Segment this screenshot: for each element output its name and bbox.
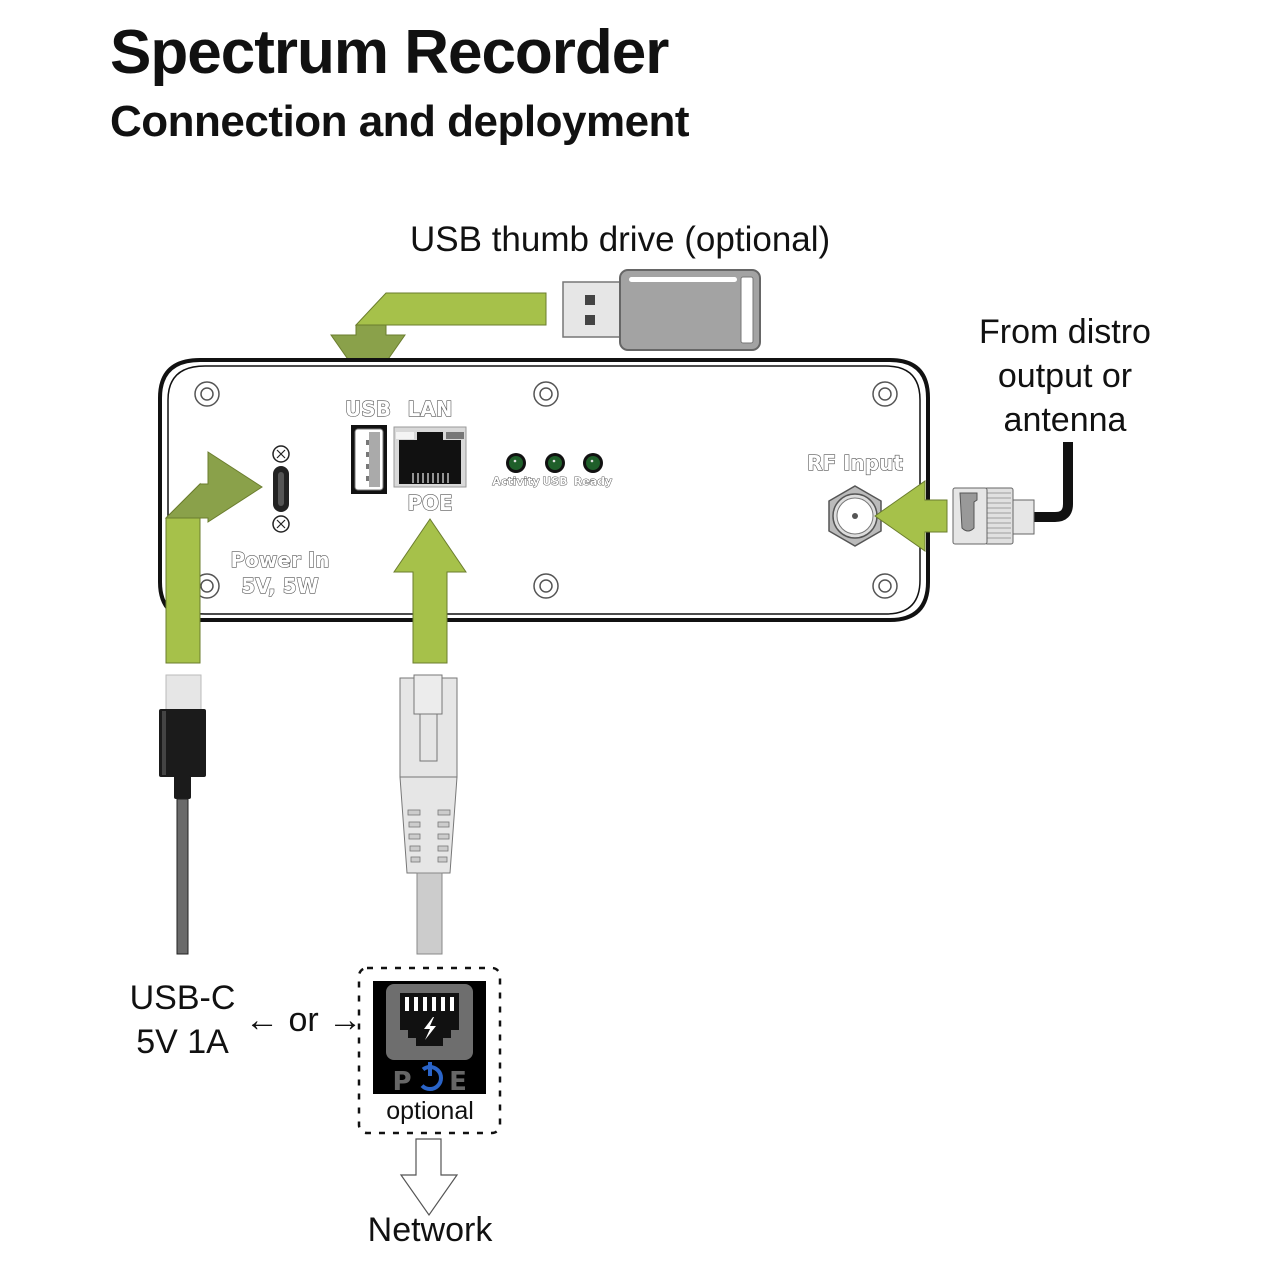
poe-badge-icon: P E <box>373 981 486 1097</box>
usb-a-port[interactable] <box>351 425 387 494</box>
network-label: Network <box>367 1211 493 1249</box>
screw-icon <box>194 381 220 407</box>
usb-c-cable-plug <box>159 674 206 955</box>
rj45-cable-plug <box>399 674 458 955</box>
rf-source-line-3: antenna <box>1003 401 1127 440</box>
or-label: ← or → <box>245 1001 363 1039</box>
poe-port-label: POE <box>407 491 452 515</box>
rf-source-line-1: From distro <box>979 313 1151 351</box>
optional-label: optional <box>386 1097 474 1125</box>
led-ready <box>583 453 603 473</box>
bnc-cable-connector <box>952 442 1073 545</box>
rf-source-callout: From distro output or antenna <box>960 310 1170 443</box>
power-rating-label: 5V, 5W <box>241 574 318 598</box>
power-in-label: Power In <box>231 548 330 572</box>
screw-icon <box>533 573 559 599</box>
power-callout-line-2: 5V 1A <box>136 1023 229 1062</box>
usb-insert-arrow <box>330 292 547 389</box>
led-activity-label: Activity <box>492 475 539 488</box>
lan-port[interactable] <box>393 426 467 488</box>
led-usb-label: USB <box>542 475 567 488</box>
usb-c-port[interactable] <box>272 445 290 533</box>
screw-icon <box>872 381 898 407</box>
power-callout-line-1: USB-C <box>129 979 236 1017</box>
poe-optional-box <box>357 966 502 1135</box>
poe-letter-e: E <box>449 1067 467 1097</box>
device-front-panel: Power In 5V, 5W USB LAN P <box>158 358 930 622</box>
led-usb <box>545 453 565 473</box>
lan-arrow <box>393 518 467 664</box>
network-arrow-icon <box>399 1138 459 1217</box>
rf-arrow <box>874 480 948 552</box>
poe-letter-p: P <box>392 1067 411 1097</box>
usb-drive-callout: USB thumb drive (optional) <box>410 220 831 259</box>
usb-thumb-drive <box>562 269 761 351</box>
rf-source-line-2: output or <box>997 357 1133 396</box>
screw-icon <box>533 381 559 407</box>
usb-port-label: USB <box>345 397 391 421</box>
page-subtitle: Connection and deployment <box>110 97 690 146</box>
led-ready-label: Ready <box>574 475 612 488</box>
lan-port-label: LAN <box>408 397 453 421</box>
power-callout: USB-C 5V 1A <box>115 976 250 1064</box>
page-title: Spectrum Recorder <box>110 18 669 87</box>
screw-icon <box>194 573 220 599</box>
rf-input-bnc-port[interactable] <box>828 485 882 547</box>
power-arrow <box>164 451 263 664</box>
led-activity <box>506 453 526 473</box>
screw-icon <box>872 573 898 599</box>
rf-input-label: RF Input <box>807 451 903 475</box>
